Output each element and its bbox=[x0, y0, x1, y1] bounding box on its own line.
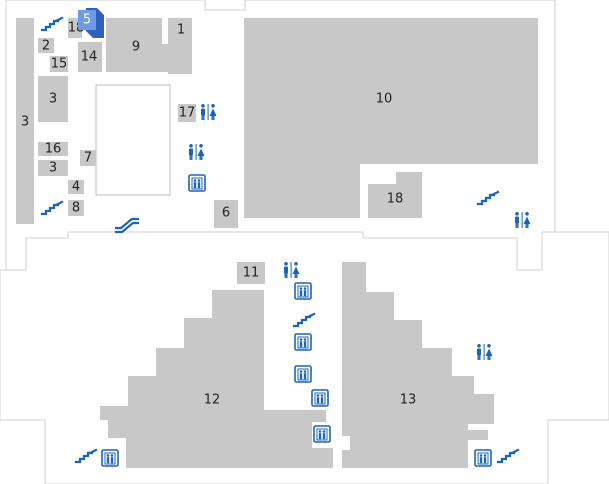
elevator-icon[interactable] bbox=[313, 425, 331, 443]
svg-text:8: 8 bbox=[72, 201, 80, 216]
store-6[interactable]: 6 bbox=[214, 200, 238, 228]
store-17[interactable]: 17 bbox=[178, 104, 196, 122]
store-2[interactable]: 2 bbox=[38, 38, 54, 54]
svg-text:9: 9 bbox=[132, 40, 140, 55]
svg-text:18: 18 bbox=[387, 192, 404, 207]
store-7[interactable]: 7 bbox=[80, 150, 96, 166]
svg-text:16: 16 bbox=[45, 142, 62, 157]
svg-text:3: 3 bbox=[21, 115, 29, 130]
store-11[interactable]: 11 bbox=[237, 262, 265, 284]
store-4[interactable]: 4 bbox=[68, 180, 84, 195]
store-13[interactable]: 13 bbox=[342, 262, 494, 468]
svg-text:12: 12 bbox=[204, 393, 221, 408]
svg-text:10: 10 bbox=[376, 92, 393, 107]
store-8[interactable]: 8 bbox=[68, 200, 84, 216]
svg-text:7: 7 bbox=[84, 151, 92, 166]
store-14[interactable]: 14 bbox=[78, 42, 102, 72]
store-1[interactable]: 1 bbox=[168, 18, 192, 74]
svg-text:1: 1 bbox=[177, 23, 185, 38]
store-18b[interactable]: 18 bbox=[368, 172, 422, 218]
atrium bbox=[95, 84, 171, 196]
store-3a[interactable]: 3 bbox=[16, 18, 34, 224]
store-15[interactable]: 15 bbox=[50, 56, 68, 72]
svg-text:11: 11 bbox=[243, 266, 260, 281]
svg-text:4: 4 bbox=[72, 180, 80, 195]
svg-text:13: 13 bbox=[400, 393, 417, 408]
store-9[interactable]: 9 bbox=[106, 18, 176, 72]
svg-text:14: 14 bbox=[81, 50, 98, 65]
elevator-icon[interactable] bbox=[311, 389, 329, 407]
elevator-icon[interactable] bbox=[294, 282, 312, 300]
svg-text:3: 3 bbox=[49, 161, 57, 176]
store-5[interactable]: 5 bbox=[78, 8, 104, 38]
svg-text:2: 2 bbox=[42, 39, 50, 54]
elevator-icon[interactable] bbox=[101, 449, 119, 467]
svg-text:3: 3 bbox=[49, 92, 57, 107]
svg-text:17: 17 bbox=[179, 106, 196, 121]
elevator-icon[interactable] bbox=[474, 449, 492, 467]
svg-text:15: 15 bbox=[51, 57, 68, 72]
store-10[interactable]: 10 bbox=[244, 18, 538, 218]
store-16[interactable]: 16 bbox=[38, 142, 68, 157]
elevator-icon[interactable] bbox=[188, 174, 206, 192]
elevator-icon[interactable] bbox=[294, 333, 312, 351]
store-3c[interactable]: 3 bbox=[38, 160, 68, 176]
store-12[interactable]: 12 bbox=[100, 290, 333, 468]
store-3b[interactable]: 3 bbox=[38, 76, 68, 122]
svg-text:5: 5 bbox=[83, 13, 91, 28]
svg-text:6: 6 bbox=[222, 206, 230, 221]
elevator-icon[interactable] bbox=[294, 365, 312, 383]
